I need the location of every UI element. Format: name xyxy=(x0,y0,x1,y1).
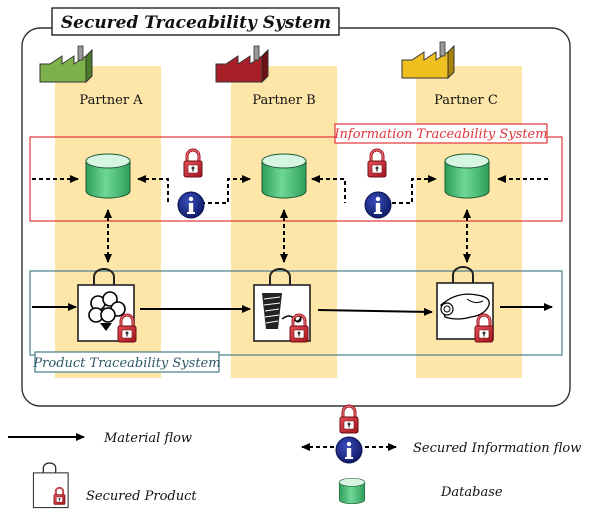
cotton-flower-icon xyxy=(88,291,126,331)
info-flow-b-to-info2 xyxy=(311,175,346,203)
info-flow-a-to-info1 xyxy=(137,175,169,203)
title-box xyxy=(51,7,340,36)
factory-b-icon xyxy=(215,45,269,84)
legend-database-label: Database xyxy=(440,485,503,500)
info-icon xyxy=(364,191,392,219)
factory-c-icon xyxy=(401,41,455,80)
info-icon xyxy=(177,191,205,219)
product-system-box xyxy=(29,270,563,356)
information-system-label-box xyxy=(334,123,548,144)
legend-secured-product-label: Secured Product xyxy=(86,489,197,504)
database-a-icon xyxy=(85,153,131,199)
factory-a-icon xyxy=(39,45,93,84)
material-flow-b-to-c xyxy=(317,307,433,316)
partner-c-label: Partner C xyxy=(434,93,498,108)
secured-product-c xyxy=(436,266,495,344)
legend-database-icon xyxy=(338,477,366,505)
lock-icon xyxy=(338,404,360,435)
information-system-box xyxy=(29,136,563,222)
partner-b-label: Partner B xyxy=(252,93,315,108)
legend-material-flow-label: Material flow xyxy=(103,431,192,446)
diagram-title: Secured Traceability System xyxy=(61,13,331,33)
partner-a-label: Partner A xyxy=(79,93,143,108)
database-c-icon xyxy=(444,153,490,199)
product-system-label: Product Traceability System xyxy=(32,356,220,371)
product-system-label-box xyxy=(34,351,220,373)
secured-product-a xyxy=(77,268,138,344)
information-system-label: Information Traceability System xyxy=(333,127,547,142)
secured-product-b xyxy=(253,268,311,344)
legend-secured-info-flow-icon xyxy=(301,404,397,464)
legend-secured-product-icon xyxy=(32,462,69,509)
info-flow-info2-to-c xyxy=(392,175,437,204)
fabric-roll-icon xyxy=(440,293,490,320)
info-flow-info1-to-b xyxy=(201,175,251,204)
legend-secured-info-flow-label: Secured Information flow xyxy=(413,441,581,456)
database-b-icon xyxy=(261,153,307,199)
